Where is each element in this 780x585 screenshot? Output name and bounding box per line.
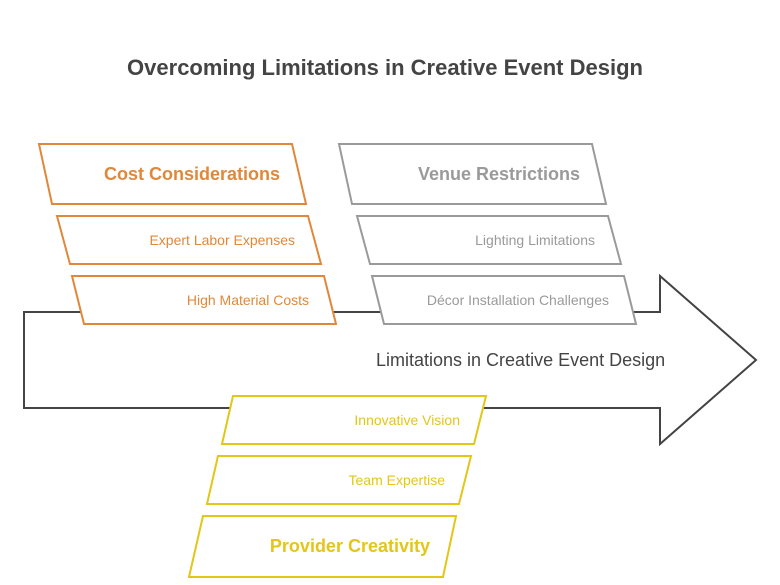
- team-expertise-box: [205, 455, 473, 505]
- venue-restrictions-group: [337, 143, 638, 325]
- lighting-label: Lighting Limitations: [475, 232, 595, 248]
- cost-considerations-heading: Cost Considerations: [104, 164, 280, 184]
- provider-creativity-group: [187, 395, 488, 578]
- decor-label: Décor Installation Challenges: [427, 292, 609, 308]
- innovative-vision-label: Innovative Vision: [354, 412, 460, 428]
- high-material-box: [70, 275, 338, 325]
- lighting-box: [355, 215, 623, 265]
- high-material-label: High Material Costs: [187, 292, 309, 308]
- venue-restrictions-heading: Venue Restrictions: [418, 164, 580, 184]
- provider-creativity-heading: Provider Creativity: [270, 536, 430, 556]
- expert-labor-label: Expert Labor Expenses: [149, 232, 295, 248]
- cost-considerations-box: [37, 143, 308, 205]
- decor-box: [370, 275, 638, 325]
- diagram-title: Overcoming Limitations in Creative Event…: [127, 55, 643, 80]
- expert-labor-box: [55, 215, 323, 265]
- team-expertise-label: Team Expertise: [349, 472, 446, 488]
- cost-considerations-group: [37, 143, 338, 325]
- venue-restrictions-box: [337, 143, 608, 205]
- central-arrow-label: Limitations in Creative Event Design: [376, 350, 665, 370]
- provider-creativity-box: [187, 515, 458, 578]
- innovative-vision-box: [220, 395, 488, 445]
